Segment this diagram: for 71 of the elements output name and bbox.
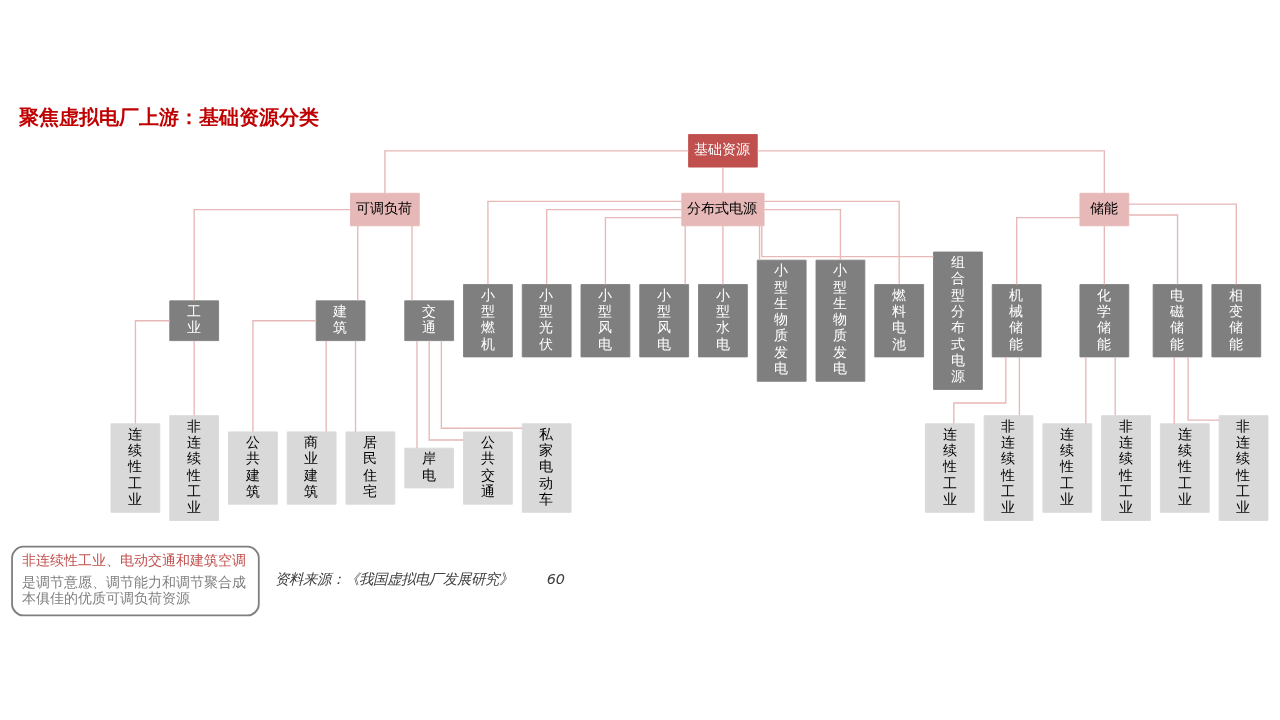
node-box: 电磁储能 xyxy=(1152,283,1203,357)
connector xyxy=(1187,355,1220,421)
connector xyxy=(325,339,327,432)
connector xyxy=(546,208,683,285)
node-box: 小型水电 xyxy=(698,283,748,357)
connector xyxy=(487,200,683,285)
node-box: 连续性工业 xyxy=(110,422,161,513)
node-box: 机械储能 xyxy=(991,283,1042,357)
node-box: 非连续性工业、电动交通和建筑空调 是调节意愿、调节能力和调节聚合成本俱佳的优质可调负荷资源 xyxy=(11,545,260,616)
node-box: 岸电 xyxy=(404,447,455,488)
connector xyxy=(1128,213,1179,285)
connector xyxy=(1173,355,1175,424)
connector xyxy=(193,339,195,416)
diagram-title: 聚焦虚拟电厂上游：基础资源分类 xyxy=(19,105,320,129)
connector xyxy=(193,208,352,301)
connector xyxy=(722,166,724,194)
connector xyxy=(722,224,724,285)
node-box: 私家电动车 xyxy=(521,422,572,513)
node-box: 非连续性工业 xyxy=(983,414,1034,521)
connector xyxy=(416,339,418,449)
node-box: 非连续性工业 xyxy=(169,414,220,521)
node-box: 基础资源 xyxy=(688,133,758,168)
connector xyxy=(357,224,359,301)
node-box: 非连续性工业 xyxy=(1218,414,1269,521)
node-box: 交通 xyxy=(404,299,455,341)
node-box: 燃料电池 xyxy=(874,283,925,357)
label: 60 xyxy=(546,570,566,587)
node-box: 居民住宅 xyxy=(345,430,396,505)
node-box: 连续性工业 xyxy=(1042,422,1093,513)
node-box: 化学储能 xyxy=(1079,283,1130,357)
connector xyxy=(1114,355,1116,416)
connector xyxy=(763,208,842,261)
connector xyxy=(1016,216,1081,285)
node-box: 建筑 xyxy=(315,299,366,341)
node-box: 小型生物质发电 xyxy=(815,259,866,382)
node-box: 小型风电 xyxy=(639,283,690,357)
connector xyxy=(1018,355,1021,416)
connector xyxy=(1128,202,1237,285)
node-box: 分布式电源 xyxy=(681,192,765,226)
connector xyxy=(354,339,357,432)
connector xyxy=(761,224,935,257)
node-box: 工业 xyxy=(169,299,220,341)
connector xyxy=(953,355,1007,424)
connector xyxy=(763,200,900,285)
connector xyxy=(134,319,171,424)
node-box: 小型风电 xyxy=(580,283,631,357)
node-box: 小型光伏 xyxy=(521,283,572,357)
connector xyxy=(428,339,465,441)
node-box: 连续性工业 xyxy=(924,422,975,513)
node-box: 小型生物质发电 xyxy=(756,259,807,382)
node-box: 非连续性工业 xyxy=(1101,414,1151,521)
node-box: 相变储能 xyxy=(1211,283,1262,357)
connector xyxy=(758,224,761,261)
connector xyxy=(1103,224,1106,285)
label: 资料来源：《我国虚拟电厂发展研究》 xyxy=(274,570,513,587)
node-box: 可调负荷 xyxy=(350,192,420,226)
connector xyxy=(411,224,413,301)
node-box: 储能 xyxy=(1079,192,1130,226)
connector xyxy=(684,224,686,285)
node-box: 公共建筑 xyxy=(228,430,278,505)
node-box: 小型燃机 xyxy=(463,283,513,357)
node-box: 组合型分布式电源 xyxy=(933,251,983,390)
node-box: 连续性工业 xyxy=(1159,422,1210,513)
node-box: 公共交通 xyxy=(463,430,513,505)
connector xyxy=(384,149,689,194)
connector xyxy=(1085,355,1087,424)
connector xyxy=(252,319,317,432)
node-box: 商业建筑 xyxy=(286,430,337,505)
connector xyxy=(440,339,523,429)
connector xyxy=(604,216,683,285)
connector xyxy=(756,149,1106,194)
